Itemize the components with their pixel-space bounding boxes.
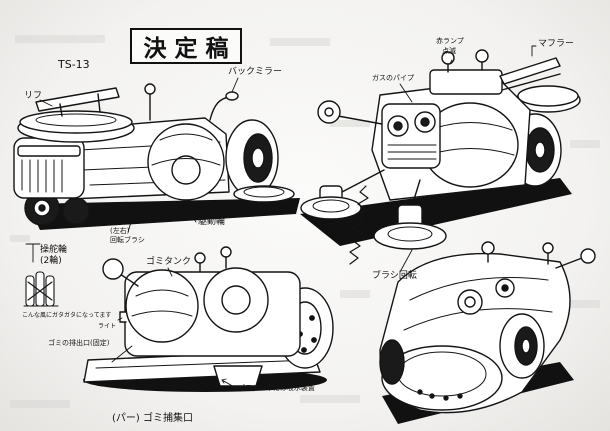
grille: [21, 159, 63, 193]
top-disk: [17, 110, 135, 143]
label-brush-rotation: ブラシ回転: [372, 271, 417, 281]
left-mirror: [317, 100, 383, 125]
label-garbage-outlet: ゴミの排出口(固定): [48, 339, 110, 347]
rear-view-leaders: [111, 267, 237, 389]
garbage-tank: [147, 123, 225, 201]
label-rattle-note: こんな風にガタガタになってます: [22, 312, 112, 319]
top-view-drawing: [379, 241, 596, 424]
label-water-device: ブラシの中には吸水装置: [238, 384, 315, 392]
label-steer-wheel: 操舵輪: [40, 245, 68, 255]
top-disk: [515, 85, 581, 113]
label-muffler: マフラー: [538, 39, 575, 49]
side-brush: [233, 185, 295, 203]
dials: [457, 278, 515, 315]
brush-detail-sketch: [23, 271, 59, 307]
right-mirror: [555, 248, 596, 269]
front-view-leaders: [399, 45, 537, 273]
roof-lamps: [194, 246, 232, 273]
side-view-drawing: [13, 77, 300, 263]
front-wheel: [24, 190, 60, 226]
ground-shadow: [28, 198, 300, 230]
label-drive-wheel: 駆動輪: [198, 217, 226, 227]
side-view-leaders: [25, 77, 239, 263]
label-garbage-tank: ゴミタンク: [146, 257, 192, 267]
right-wheel: [499, 313, 545, 379]
front-bumper: [381, 345, 503, 411]
garbage-tank-left: [125, 269, 199, 343]
label-left-right: (左右): [110, 227, 130, 235]
roof-lamp: [144, 83, 156, 121]
label-rotating-brush: 回転ブラシ: [110, 236, 145, 244]
title-stamp: 決定稿: [130, 28, 242, 64]
sheet-code: TS-13: [58, 58, 90, 71]
label-lift: リフ: [24, 91, 43, 101]
front-brush-right: [373, 179, 447, 250]
left-wheel: [379, 339, 405, 385]
light: [119, 311, 127, 323]
label-back-mirror: バックミラー: [228, 67, 283, 77]
front-hood: [381, 103, 441, 169]
label-light: ライト: [98, 323, 117, 330]
garbage-outlet: [213, 365, 263, 387]
label-red-lamp: 赤ランプ: [436, 37, 464, 45]
rear-wheel: [225, 119, 279, 197]
left-mirror: [102, 258, 139, 287]
roof-lamps: [481, 241, 554, 265]
hood-pipe: [35, 87, 120, 112]
garbage-tank: [421, 102, 519, 188]
front-brush-left: [300, 169, 385, 220]
rear-view-drawing: [83, 246, 334, 392]
muffler: [499, 57, 561, 91]
spiral-brush: [349, 185, 369, 265]
back-mirror: [209, 91, 239, 121]
label-blink: 点滅: [442, 47, 456, 55]
label-two-wheels: (2輪): [40, 256, 62, 266]
scan-bleed-through: [10, 35, 600, 408]
ground-shadow: [300, 178, 572, 246]
label-bottom-note: (パー) ゴミ捕集口: [112, 413, 193, 424]
second-wheel: [62, 197, 90, 225]
label-gas-pipe: ガスのパイプ: [372, 74, 414, 82]
garbage-tank-right: [203, 267, 269, 333]
front-view-drawing: [300, 45, 581, 273]
top-structure: [429, 69, 503, 95]
